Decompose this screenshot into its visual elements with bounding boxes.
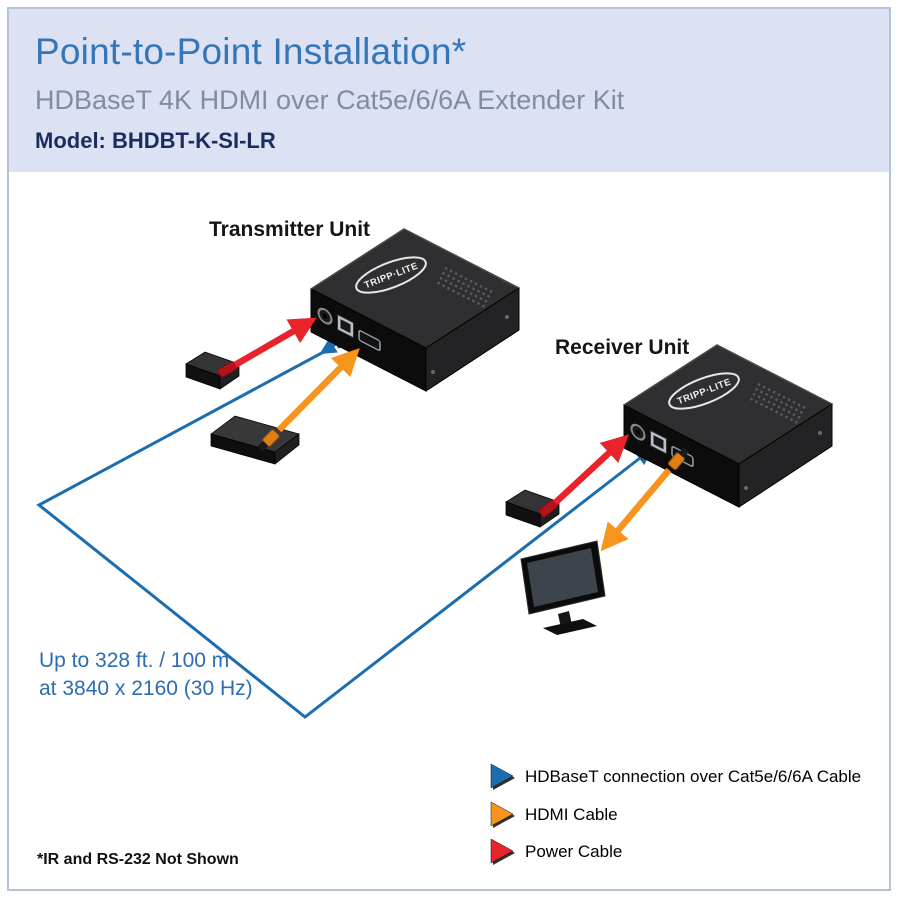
receiver-power-cable — [538, 434, 630, 518]
legend: HDBaseT connection over Cat5e/6/6A Cable… — [490, 763, 861, 865]
hdmi-plug — [257, 429, 280, 452]
vent-row — [754, 387, 805, 415]
device-edge-highlight — [310, 228, 520, 290]
hdmi-plug-tip — [678, 447, 690, 458]
vent-row — [444, 266, 494, 294]
hdmi-arrow-icon — [490, 801, 514, 827]
receiver-hdmi-cable — [600, 447, 690, 552]
hdmi-plug-body — [262, 429, 280, 447]
vent-grid — [436, 266, 494, 309]
monitor-screen — [527, 548, 598, 607]
screw — [431, 370, 435, 374]
power-arrow-icon — [490, 838, 514, 864]
legend-item-hdmi: HDMI Cable — [490, 801, 618, 828]
legend-label: HDBaseT connection over Cat5e/6/6A Cable — [525, 767, 861, 786]
model-number: Model: BHDBT-K-SI-LR — [35, 128, 276, 153]
port-panel — [630, 423, 694, 467]
vent-row — [757, 382, 807, 410]
ethernet-port-jack — [340, 319, 351, 334]
vent-grid — [749, 382, 807, 425]
source-side — [274, 433, 300, 465]
hdmi-plug-tip — [257, 440, 269, 452]
device-right-face — [425, 287, 520, 392]
power-cable-arrow — [552, 434, 630, 506]
transmitter-unit-label: Transmitter Unit — [209, 218, 370, 241]
diagram-frame: Point-to-Point Installation* HDBaseT 4K … — [7, 7, 891, 891]
screw — [744, 486, 748, 490]
legend-label: HDMI Cable — [525, 805, 618, 824]
header: Point-to-Point Installation* HDBaseT 4K … — [9, 9, 889, 172]
footnote: *IR and RS-232 Not Shown — [37, 851, 239, 868]
power-port-pin — [635, 429, 641, 435]
hdmi-port — [358, 330, 381, 351]
vent-row — [441, 271, 492, 299]
legend-item-hdbaset: HDBaseT connection over Cat5e/6/6A Cable — [490, 763, 861, 790]
diagram-svg: Transmitter Unit TRIPP·LITE — [36, 218, 861, 868]
power-cable-arrow — [233, 317, 317, 368]
hdmi-cable-arrow — [276, 348, 360, 433]
hdmi-cable-arrow — [600, 467, 672, 552]
device-right-face — [738, 403, 833, 508]
transmitter-device: TRIPP·LITE — [310, 228, 520, 392]
legend-label: Power Cable — [525, 842, 622, 861]
hdmi-plug-body — [668, 452, 685, 470]
hdbaset-cable-path — [36, 346, 632, 719]
device-edge-highlight — [623, 344, 833, 406]
page-subtitle: HDBaseT 4K HDMI over Cat5e/6/6A Extender… — [35, 85, 625, 115]
hdmi-plug — [668, 447, 690, 470]
logo-oval — [355, 256, 427, 294]
logo-oval — [668, 372, 740, 410]
media-source-device — [210, 415, 300, 465]
receiver-unit-label: Receiver Unit — [555, 336, 689, 359]
hdbaset-arrow-icon — [490, 763, 514, 789]
transmitter-hdmi-cable — [257, 348, 360, 452]
transmitter-power-cable — [217, 317, 317, 378]
vent-row — [436, 281, 487, 309]
screw — [818, 431, 822, 435]
distance-line-2: at 3840 x 2160 (30 Hz) — [39, 677, 253, 700]
port-panel — [317, 307, 381, 351]
monitor-base — [543, 619, 597, 635]
screw — [505, 315, 509, 319]
power-port-pin — [322, 313, 328, 319]
legend-item-power: Power Cable — [490, 838, 622, 865]
page-title: Point-to-Point Installation* — [35, 31, 467, 72]
display-monitor — [520, 540, 606, 635]
distance-line-1: Up to 328 ft. / 100 m — [39, 649, 229, 672]
vent-row — [439, 276, 489, 304]
vent-row — [749, 397, 800, 425]
distance-label: Up to 328 ft. / 100 m at 3840 x 2160 (30… — [39, 649, 253, 700]
ethernet-port-jack — [653, 435, 664, 450]
vent-row — [752, 392, 802, 420]
